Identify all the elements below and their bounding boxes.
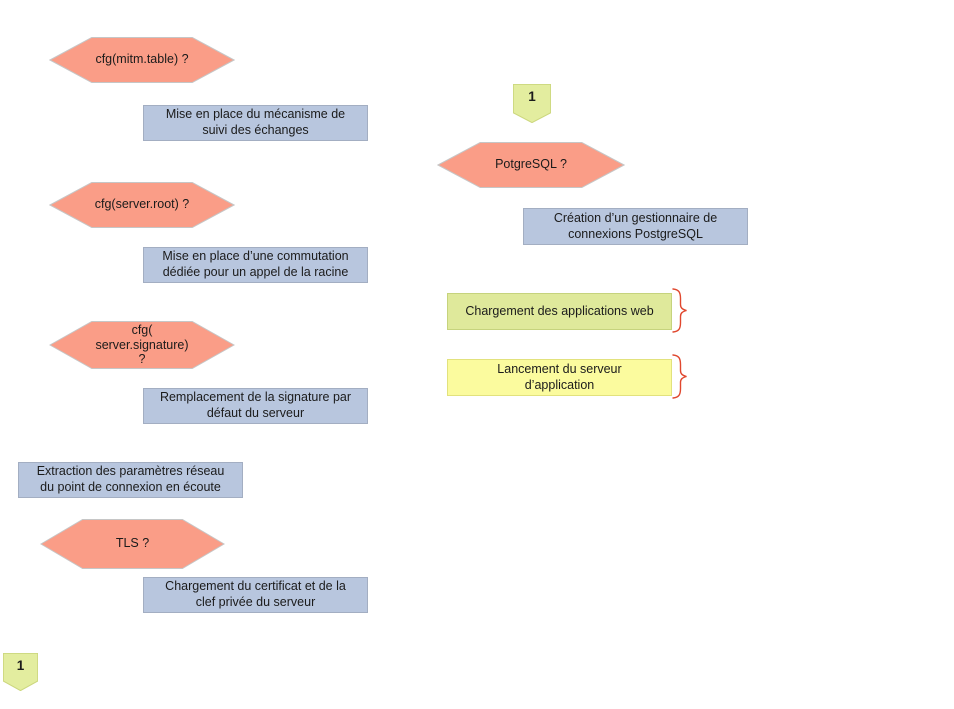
process-label: Extraction des paramètres réseau du poin… xyxy=(36,464,225,494)
process-label: Chargement du certificat et de la clef p… xyxy=(165,579,346,609)
hexagon-shape xyxy=(437,142,625,188)
decision-cfg-server-root: cfg(server.root) ? xyxy=(49,182,235,228)
hexagon-shape xyxy=(49,182,235,228)
step-label: Lancement du serveur d’application xyxy=(497,361,622,392)
process-chargement-certificat: Chargement du certificat et de la clef p… xyxy=(143,577,368,613)
curly-brace-icon xyxy=(672,288,687,333)
step-label: Chargement des applications web xyxy=(465,303,654,318)
decision-label: TLS ? xyxy=(115,536,150,551)
process-label: Remplacement de la signature par défaut … xyxy=(159,390,352,420)
process-creation-gestionnaire: Création d’un gestionnaire de connexions… xyxy=(523,208,748,245)
decision-cfg-mitm-table: cfg(mitm.table) ? xyxy=(49,37,235,83)
process-label: Création d’un gestionnaire de connexions… xyxy=(553,210,718,241)
process-suivi-echanges: Mise en place du mécanisme de suivi des … xyxy=(143,105,368,141)
decision-postgresql: PotgreSQL ? xyxy=(437,142,625,188)
off-page-connector-shape xyxy=(3,653,38,691)
connector-label: 1 xyxy=(528,89,536,105)
process-commutation-racine: Mise en place d’une commutation dédiée p… xyxy=(143,247,368,283)
page-connector-bottom-left: 1 xyxy=(3,653,38,691)
hexagon-shape xyxy=(49,37,235,83)
off-page-connector-shape xyxy=(513,84,551,123)
decision-label: cfg(mitm.table) ? xyxy=(95,52,189,67)
process-label: Mise en place du mécanisme de suivi des … xyxy=(165,107,346,137)
decision-label: cfg(server.root) ? xyxy=(94,197,190,212)
step-lancement-serveur: Lancement du serveur d’application xyxy=(447,359,672,396)
decision-tls: TLS ? xyxy=(40,519,225,569)
step-chargement-webapps: Chargement des applications web xyxy=(447,293,672,330)
decision-label: PotgreSQL ? xyxy=(495,157,567,172)
process-label: Mise en place d’une commutation dédiée p… xyxy=(162,249,349,279)
page-connector-top-right: 1 xyxy=(513,84,551,123)
process-remplacement-signature: Remplacement de la signature par défaut … xyxy=(143,388,368,424)
curly-brace-icon xyxy=(672,354,687,399)
connector-label: 1 xyxy=(16,657,25,673)
process-extraction-parametres: Extraction des paramètres réseau du poin… xyxy=(18,462,243,498)
hexagon-shape xyxy=(40,519,225,569)
hexagon-shape xyxy=(49,321,235,369)
decision-label: cfg( server.signature) ? xyxy=(95,322,189,367)
decision-cfg-server-signature: cfg( server.signature) ? xyxy=(49,321,235,369)
